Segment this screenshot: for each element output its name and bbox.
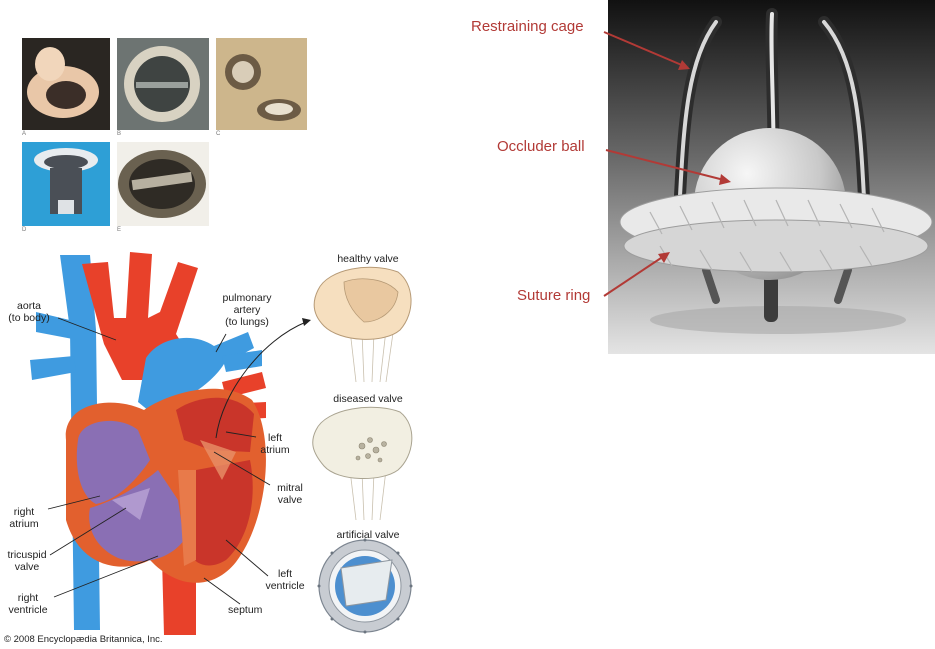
healthy-valve-title: healthy valve [337, 253, 399, 265]
label-septum: septum [228, 604, 263, 616]
diseased-valve-title: diseased valve [333, 393, 403, 405]
septum-wall [178, 470, 196, 566]
label-restraining-cage: Restraining cage [471, 18, 584, 35]
label-occluder-ball: Occluder ball [497, 138, 585, 155]
healthy-valve-drawing [313, 266, 412, 383]
thumbnail-letter-b: B [117, 131, 122, 137]
artificial-valve-drawing [317, 538, 413, 634]
label-right-ventricle: right ventricle [8, 592, 48, 616]
suture-ring-shape [619, 187, 933, 273]
thumbnail-d [22, 142, 110, 226]
label-left-ventricle: left ventricle [265, 568, 305, 592]
diseased-valve-drawing [312, 406, 413, 521]
thumbnail-letter-d: D [22, 227, 27, 233]
right-atrium-chamber [76, 420, 150, 504]
thumbnail-a [22, 38, 110, 130]
thumbnail-letter-e: E [117, 227, 122, 233]
left-atrium-chamber [176, 397, 254, 452]
label-aorta: aorta (to body) [8, 300, 50, 324]
thumbnail-c [216, 38, 307, 130]
label-right-atrium: right atrium [9, 506, 39, 530]
label-left-atrium: left atrium [260, 432, 290, 456]
valve-thumbnails [22, 38, 307, 226]
thumbnail-letter-c: C [216, 131, 221, 137]
artificial-valve-title: artificial valve [336, 529, 400, 541]
thumbnail-letter-a: A [22, 131, 27, 137]
copyright-notice: © 2008 Encyclopædia Britannica, Inc. [4, 634, 163, 645]
label-mitral-valve: mitral valve [277, 482, 303, 506]
thumbnail-e [117, 142, 209, 226]
label-tricuspid-valve: tricuspid valve [7, 549, 47, 573]
thumbnail-b [117, 38, 209, 130]
label-pulmonary-artery: pulmonary artery (to lungs) [222, 292, 272, 328]
label-suture-ring: Suture ring [517, 287, 591, 304]
left-ventricle-chamber [188, 460, 253, 566]
